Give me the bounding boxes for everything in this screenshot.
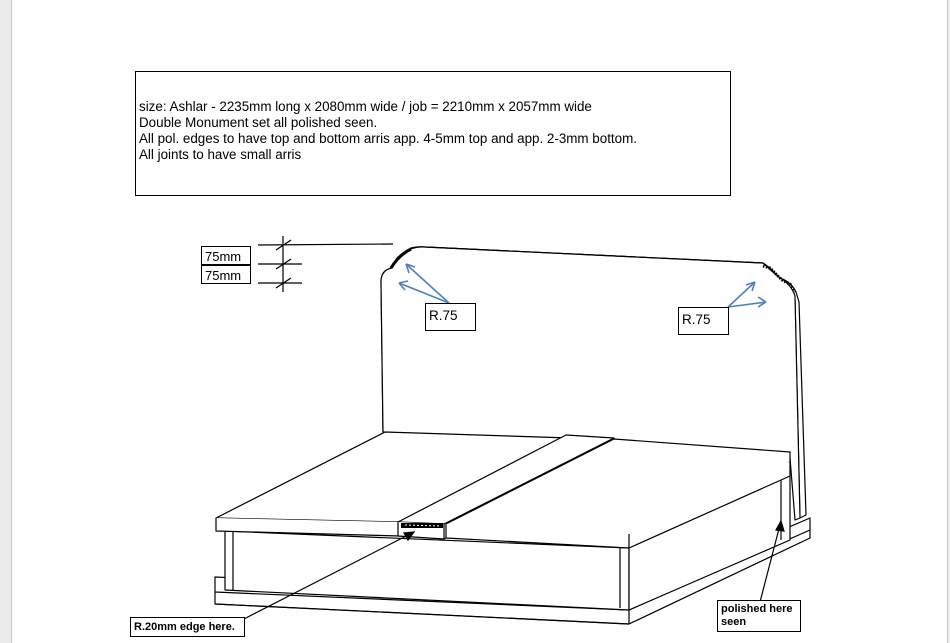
notes-line-finish: Double Monument set all polished seen.: [139, 115, 378, 130]
dimension-marks: [257, 236, 394, 292]
dimension-label-bottom: 75mm: [201, 265, 251, 284]
notes-line-joints: All joints to have small arris: [139, 147, 302, 162]
right-slab: [445, 438, 791, 549]
notes-line-edges: All pol. edges to have top and bottom ar…: [139, 131, 637, 146]
radius-arrows: [398, 263, 767, 308]
leader-lines: [241, 519, 785, 621]
notes-line-size: size: Ashlar - 2235mm long x 2080mm wide…: [139, 99, 592, 114]
notes-box: size: Ashlar - 2235mm long x 2080mm wide…: [135, 71, 731, 196]
dimension-label-top: 75mm: [201, 246, 251, 265]
kerb-body: [224, 469, 791, 611]
edge-callout: R.20mm edge here.: [130, 617, 245, 637]
polished-callout: polished here seen: [717, 600, 801, 632]
radius-label-left: R.75: [425, 303, 476, 331]
radius-label-right: R.75: [678, 307, 729, 335]
